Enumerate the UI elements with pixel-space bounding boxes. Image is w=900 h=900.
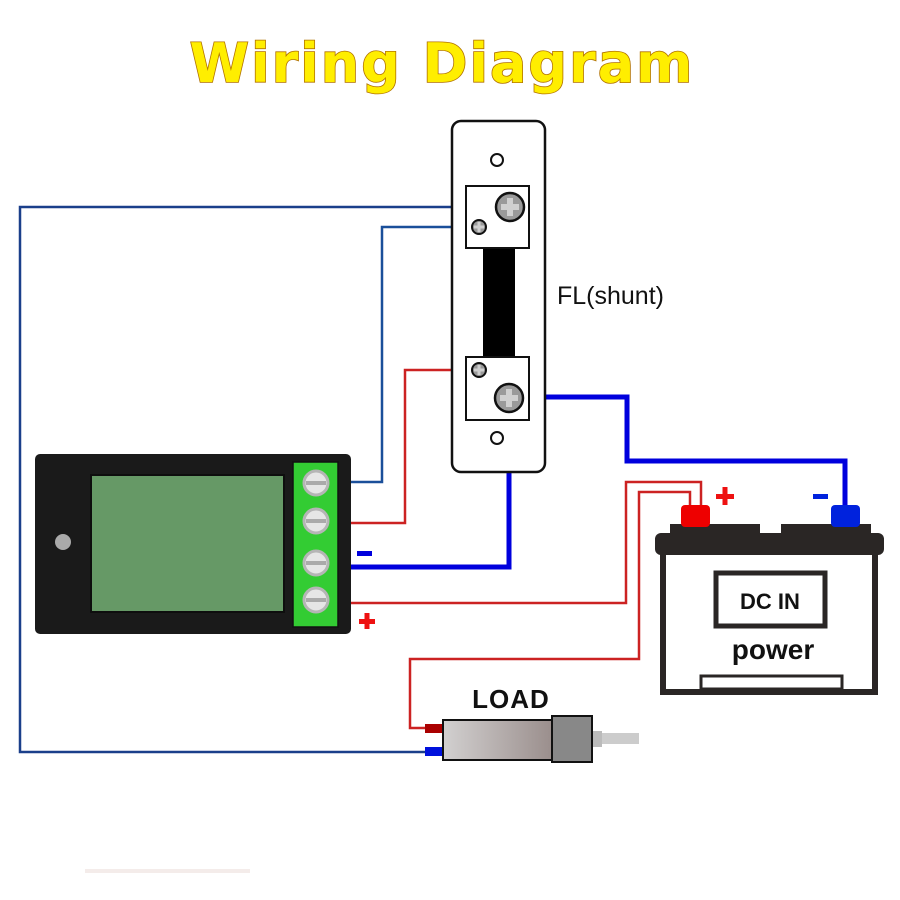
battery [655,505,884,695]
shunt [450,119,547,474]
shunt-top-screw-icon [494,191,526,223]
shunt-label: FL(shunt) [557,282,664,310]
wire-battery-to-meter-positive [346,480,703,605]
diagram-title: Wiring Diagram [190,32,695,95]
faint-watermark [85,869,250,873]
battery-minus-sign [813,494,828,499]
meter-minus-sign [357,551,372,556]
load-body [442,719,554,761]
battery-dc-in-label: DC IN [740,589,800,614]
load-positive-lead [425,724,444,733]
battery-plus-post [681,505,710,527]
meter-screen [90,474,285,613]
shunt-mounting-hole-top [490,153,504,167]
battery-label-box [713,570,828,629]
load-negative-lead [425,747,444,756]
battery-power-label: power [732,634,815,665]
load-label: LOAD [472,684,550,714]
battery-minus-post [831,505,860,527]
shunt-bottom-sense-screw-icon [471,362,487,378]
load [425,715,639,763]
meter-terminal-screw-1-icon [302,469,330,497]
load-shaft-collar [593,731,602,747]
battery-plus-sign [716,487,734,505]
meter-terminal-screw-2-icon [302,507,330,535]
load-shaft [602,733,639,744]
wire-shunt-to-battery-negative [510,394,848,510]
load-cap [551,715,593,763]
meter-plus-sign [359,613,375,629]
power-meter [35,454,351,634]
meter-terminal-screw-3-icon [302,549,330,577]
shunt-bottom-screw-icon [493,382,525,414]
shunt-resistor-bar [483,248,515,358]
meter-terminal-screw-4-icon [302,586,330,614]
wire-shunt-to-load-negative [18,205,500,754]
shunt-mounting-hole-bottom [490,431,504,445]
wire-battery-to-load-positive [408,490,692,730]
battery-bottom-slot [699,674,844,691]
wire-shunt-sense-to-meter-t2 [346,368,480,525]
wire-shunt-sense-to-meter-t1 [346,225,480,484]
shunt-top-sense-screw-icon [471,219,487,235]
meter-mounting-hole [55,534,71,550]
